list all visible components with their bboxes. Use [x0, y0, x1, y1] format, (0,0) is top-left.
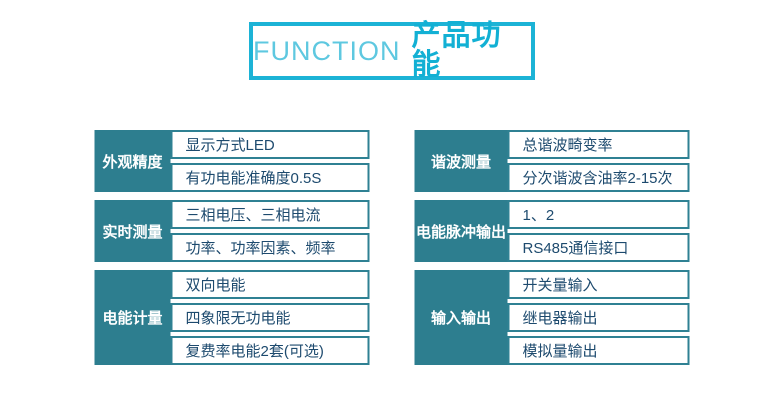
table-rows: 双向电能 四象限无功电能 复费率电能2套(可选) — [170, 270, 370, 365]
feature-column-right: 谐波测量 总谐波畸变率 分次谐波含油率2-15次 电能脉冲输出 1、2 RS48… — [414, 130, 690, 365]
table-row: RS485通信接口 — [507, 233, 690, 262]
feature-table-input-output: 输入输出 开关量输入 继电器输出 模拟量输出 — [414, 270, 690, 365]
table-row: 模拟量输出 — [507, 336, 690, 365]
table-rows: 开关量输入 继电器输出 模拟量输出 — [507, 270, 690, 365]
table-header-cell: 谐波测量 — [414, 130, 508, 192]
table-row: 分次谐波含油率2-15次 — [507, 163, 690, 192]
table-row: 双向电能 — [170, 270, 370, 299]
table-row: 有功电能准确度0.5S — [170, 163, 370, 192]
table-rows: 显示方式LED 有功电能准确度0.5S — [170, 130, 370, 192]
table-rows: 三相电压、三相电流 功率、功率因素、频率 — [170, 200, 370, 262]
feature-table-appearance-accuracy: 外观精度 显示方式LED 有功电能准确度0.5S — [94, 130, 370, 192]
section-title-en: FUNCTION — [253, 35, 401, 66]
table-row: 1、2 — [507, 200, 690, 229]
feature-tables: 外观精度 显示方式LED 有功电能准确度0.5S 实时测量 三相电压、三相电流 … — [94, 130, 690, 365]
feature-table-realtime-measurement: 实时测量 三相电压、三相电流 功率、功率因素、频率 — [94, 200, 370, 262]
feature-table-harmonic-measurement: 谐波测量 总谐波畸变率 分次谐波含油率2-15次 — [414, 130, 690, 192]
table-row: 开关量输入 — [507, 270, 690, 299]
table-header-cell: 外观精度 — [94, 130, 171, 192]
table-row: 继电器输出 — [507, 303, 690, 332]
feature-column-left: 外观精度 显示方式LED 有功电能准确度0.5S 实时测量 三相电压、三相电流 … — [94, 130, 370, 365]
table-rows: 1、2 RS485通信接口 — [507, 200, 690, 262]
table-rows: 总谐波畸变率 分次谐波含油率2-15次 — [507, 130, 690, 192]
table-header-cell: 电能脉冲输出 — [414, 200, 508, 262]
feature-table-energy-metering: 电能计量 双向电能 四象限无功电能 复费率电能2套(可选) — [94, 270, 370, 365]
table-header-cell: 输入输出 — [414, 270, 508, 365]
table-header-cell: 电能计量 — [94, 270, 171, 365]
table-row: 功率、功率因素、频率 — [170, 233, 370, 262]
section-title-box: FUNCTION 产品功能 — [249, 22, 535, 80]
feature-table-energy-pulse-output: 电能脉冲输出 1、2 RS485通信接口 — [414, 200, 690, 262]
table-row: 复费率电能2套(可选) — [170, 336, 370, 365]
table-row: 显示方式LED — [170, 130, 370, 159]
table-row: 四象限无功电能 — [170, 303, 370, 332]
table-row: 总谐波畸变率 — [507, 130, 690, 159]
table-row: 三相电压、三相电流 — [170, 200, 370, 229]
section-title-zh: 产品功能 — [411, 20, 502, 81]
table-header-cell: 实时测量 — [94, 200, 171, 262]
